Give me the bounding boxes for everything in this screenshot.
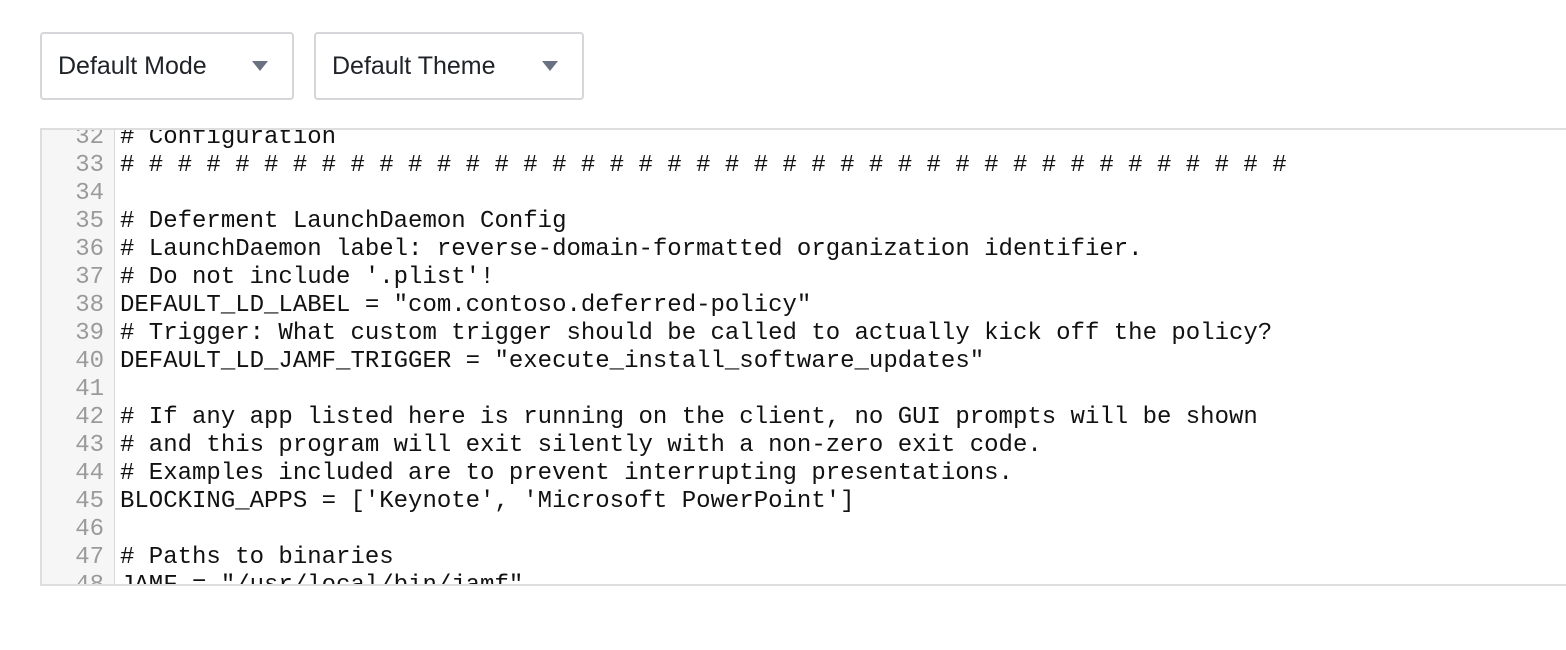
mode-dropdown-value: Default Mode xyxy=(58,51,207,80)
caret-down-icon xyxy=(542,61,558,71)
code-line: 48 JAMF = "/usr/local/bin/jamf" xyxy=(42,572,1566,586)
line-number: 47 xyxy=(75,544,104,571)
code-editor[interactable]: 32 # Configuration 33 # # # # # # # # # # … xyxy=(40,128,1566,586)
mode-dropdown[interactable]: Default Mode xyxy=(40,32,294,100)
line-text: # and this program will exit silently wi… xyxy=(120,432,1042,459)
line-number: 41 xyxy=(75,376,104,403)
code-line: 46 xyxy=(42,516,1566,544)
code-line: 36 # LaunchDaemon label: reverse-domain-f… xyxy=(42,236,1566,264)
line-text: # Do not include '.plist'! xyxy=(120,264,495,291)
code-line: 42 # If any app listed here is running on… xyxy=(42,404,1566,432)
line-text: BLOCKING_APPS = ['Keynote', 'Microsoft P… xyxy=(120,488,855,515)
line-number: 46 xyxy=(75,516,104,543)
line-number: 34 xyxy=(75,180,104,207)
line-number: 37 xyxy=(75,264,104,291)
line-text: # # # # # # # # # # # # # # # # # # # # … xyxy=(120,152,1287,179)
code-lines: 32 # Configuration 33 # # # # # # # # # # … xyxy=(42,128,1566,586)
line-number: 39 xyxy=(75,320,104,347)
line-number: 48 xyxy=(75,572,104,586)
line-text: # If any app listed here is running on t… xyxy=(120,404,1258,431)
line-text: # Paths to binaries xyxy=(120,544,394,571)
code-line: 33 # # # # # # # # # # # # # # # # # # # … xyxy=(42,152,1566,180)
line-number: 44 xyxy=(75,460,104,487)
code-line: 47 # Paths to binaries xyxy=(42,544,1566,572)
line-text xyxy=(114,180,120,208)
line-text: DEFAULT_LD_JAMF_TRIGGER = "execute_insta… xyxy=(120,348,985,375)
code-line: 40 DEFAULT_LD_JAMF_TRIGGER = "execute_ins… xyxy=(42,348,1566,376)
line-number: 42 xyxy=(75,404,104,431)
line-text: JAMF = "/usr/local/bin/jamf" xyxy=(120,572,524,586)
code-line: 45 BLOCKING_APPS = ['Keynote', 'Microsoft… xyxy=(42,488,1566,516)
theme-dropdown[interactable]: Default Theme xyxy=(314,32,584,100)
line-text: # Configuration xyxy=(120,128,337,151)
line-text: # Trigger: What custom trigger should be… xyxy=(120,320,1273,347)
code-line: 43 # and this program will exit silently … xyxy=(42,432,1566,460)
line-text xyxy=(114,376,120,404)
code-line: 35 # Deferment LaunchDaemon Config xyxy=(42,208,1566,236)
code-line: 39 # Trigger: What custom trigger should … xyxy=(42,320,1566,348)
line-text: DEFAULT_LD_LABEL = "com.contoso.deferred… xyxy=(120,292,812,319)
code-line: 37 # Do not include '.plist'! xyxy=(42,264,1566,292)
line-text: # LaunchDaemon label: reverse-domain-for… xyxy=(120,236,1143,263)
theme-dropdown-value: Default Theme xyxy=(332,51,496,80)
code-line: 32 # Configuration xyxy=(42,128,1566,152)
line-number: 45 xyxy=(75,488,104,515)
line-number-gutter xyxy=(42,130,115,584)
line-number: 38 xyxy=(75,292,104,319)
line-number: 36 xyxy=(75,236,104,263)
code-line: 34 xyxy=(42,180,1566,208)
line-text: # Deferment LaunchDaemon Config xyxy=(120,208,567,235)
line-text xyxy=(114,516,120,544)
code-line: 38 DEFAULT_LD_LABEL = "com.contoso.deferr… xyxy=(42,292,1566,320)
caret-down-icon xyxy=(252,61,268,71)
line-number: 32 xyxy=(75,128,104,151)
line-number: 43 xyxy=(75,432,104,459)
editor-toolbar: Default Mode Default Theme xyxy=(40,32,584,100)
line-number: 35 xyxy=(75,208,104,235)
line-number: 33 xyxy=(75,152,104,179)
line-text: # Examples included are to prevent inter… xyxy=(120,460,1013,487)
code-line: 41 xyxy=(42,376,1566,404)
line-number: 40 xyxy=(75,348,104,375)
code-line: 44 # Examples included are to prevent int… xyxy=(42,460,1566,488)
